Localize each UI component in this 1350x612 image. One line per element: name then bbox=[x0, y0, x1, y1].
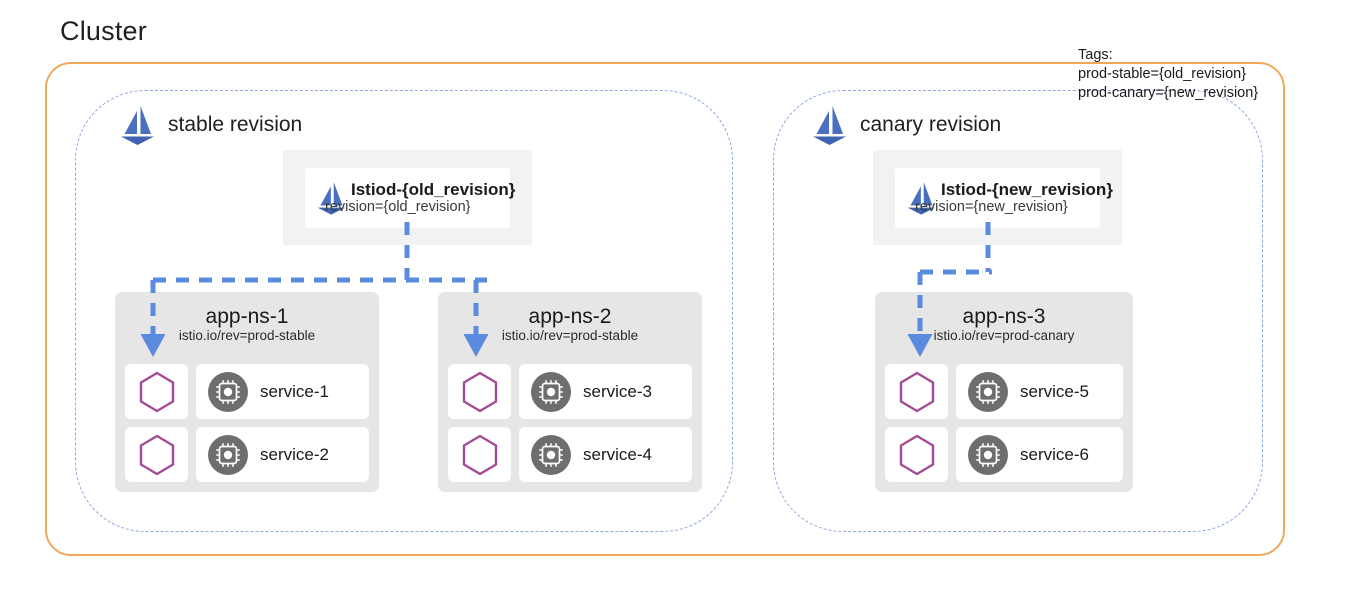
istiod-card-canary: Istiod-{new_revision} revision={new_revi… bbox=[873, 150, 1122, 245]
namespace-card-app-ns-2: app-ns-2 istio.io/rev=prod-stable bbox=[438, 292, 702, 492]
workload-row: service-4 bbox=[448, 427, 692, 482]
service-name: service-5 bbox=[1020, 381, 1089, 401]
istiod-name-stable: Istiod-{old_revision} bbox=[351, 180, 516, 200]
namespace-header-app-ns-2: app-ns-2 istio.io/rev=prod-stable bbox=[438, 305, 702, 344]
tags-heading: Tags: bbox=[1078, 47, 1113, 63]
tag-line-prod-stable: prod-stable={old_revision} bbox=[1078, 66, 1247, 83]
namespace-card-app-ns-1: app-ns-1 istio.io/rev=prod-stable bbox=[115, 292, 379, 492]
envoy-proxy-hexagon-icon bbox=[899, 434, 934, 475]
namespace-label-app-ns-2: istio.io/rev=prod-stable bbox=[501, 328, 639, 344]
namespace-name-app-ns-1: app-ns-1 bbox=[205, 305, 289, 328]
revision-header-stable: stable revision bbox=[118, 104, 302, 146]
revision-boundary-stable bbox=[75, 90, 733, 532]
envoy-proxy-hexagon-icon bbox=[899, 371, 934, 412]
cluster-boundary bbox=[45, 62, 1285, 556]
istiod-inner-stable: Istiod-{old_revision} revision={old_revi… bbox=[305, 168, 515, 228]
service-name: service-6 bbox=[1020, 444, 1089, 464]
workload-row: service-2 bbox=[125, 427, 369, 482]
namespace-label-app-ns-1: istio.io/rev=prod-stable bbox=[178, 328, 316, 344]
service-cell: service-3 bbox=[519, 364, 692, 419]
istio-sailboat-icon bbox=[317, 182, 345, 215]
envoy-proxy-hexagon-icon bbox=[139, 434, 174, 475]
istio-sailboat-icon bbox=[121, 106, 154, 145]
namespace-header-app-ns-3: app-ns-3 istio.io/rev=prod-canary bbox=[875, 305, 1133, 344]
service-name: service-3 bbox=[583, 381, 652, 401]
istiod-name-canary: Istiod-{new_revision} bbox=[941, 180, 1113, 200]
workload-row: service-5 bbox=[885, 364, 1123, 419]
proxy-cell bbox=[125, 364, 188, 419]
istio-sailboat-icon bbox=[907, 182, 935, 215]
cluster-title: Cluster bbox=[60, 16, 147, 46]
workload-row: service-1 bbox=[125, 364, 369, 419]
istio-sailboat-icon bbox=[813, 106, 846, 145]
namespace-header-app-ns-1: app-ns-1 istio.io/rev=prod-stable bbox=[115, 305, 379, 344]
namespace-label-app-ns-3: istio.io/rev=prod-canary bbox=[933, 328, 1075, 344]
service-name: service-1 bbox=[260, 381, 329, 401]
tag-line-prod-canary: prod-canary={new_revision} bbox=[1078, 85, 1259, 102]
service-chip-icon bbox=[968, 434, 1008, 475]
namespace-name-app-ns-2: app-ns-2 bbox=[528, 305, 612, 328]
envoy-proxy-hexagon-icon bbox=[462, 434, 497, 475]
service-chip-icon bbox=[531, 371, 571, 412]
tags-annotation: Tags: prod-stable={old_revision} prod-ca… bbox=[1078, 46, 1258, 103]
proxy-cell bbox=[885, 427, 948, 482]
revision-boundary-canary bbox=[773, 90, 1263, 532]
istiod-card-stable: Istiod-{old_revision} revision={old_revi… bbox=[283, 150, 532, 245]
service-chip-icon bbox=[208, 434, 248, 475]
revision-label-stable: stable revision bbox=[168, 113, 303, 136]
istiod-revision-stable: revision={old_revision} bbox=[325, 199, 471, 216]
service-cell: service-5 bbox=[956, 364, 1123, 419]
revision-label-canary: canary revision bbox=[860, 113, 1002, 136]
istiod-text-canary: Istiod-{new_revision} revision={new_revi… bbox=[915, 180, 1113, 215]
service-chip-icon bbox=[208, 371, 248, 412]
istiod-revision-canary: revision={new_revision} bbox=[915, 199, 1068, 216]
workload-list-app-ns-1: service-1 bbox=[125, 364, 369, 482]
service-chip-icon bbox=[531, 434, 571, 475]
workload-list-app-ns-2: service-3 bbox=[448, 364, 692, 482]
workload-row: service-3 bbox=[448, 364, 692, 419]
proxy-cell bbox=[125, 427, 188, 482]
namespace-card-app-ns-3: app-ns-3 istio.io/rev=prod-canary bbox=[875, 292, 1133, 492]
istiod-text-stable: Istiod-{old_revision} revision={old_revi… bbox=[325, 180, 516, 215]
envoy-proxy-hexagon-icon bbox=[139, 371, 174, 412]
service-name: service-2 bbox=[260, 444, 329, 464]
revision-header-canary: canary revision bbox=[810, 104, 1001, 146]
service-cell: service-1 bbox=[196, 364, 369, 419]
workload-row: service-6 bbox=[885, 427, 1123, 482]
service-cell: service-2 bbox=[196, 427, 369, 482]
service-cell: service-6 bbox=[956, 427, 1123, 482]
envoy-proxy-hexagon-icon bbox=[462, 371, 497, 412]
proxy-cell bbox=[885, 364, 948, 419]
istiod-inner-canary: Istiod-{new_revision} revision={new_revi… bbox=[895, 168, 1113, 228]
service-chip-icon bbox=[968, 371, 1008, 412]
workload-list-app-ns-3: service-5 bbox=[885, 364, 1123, 482]
proxy-cell bbox=[448, 427, 511, 482]
service-name: service-4 bbox=[583, 444, 652, 464]
namespace-name-app-ns-3: app-ns-3 bbox=[962, 305, 1046, 328]
proxy-cell bbox=[448, 364, 511, 419]
service-cell: service-4 bbox=[519, 427, 692, 482]
